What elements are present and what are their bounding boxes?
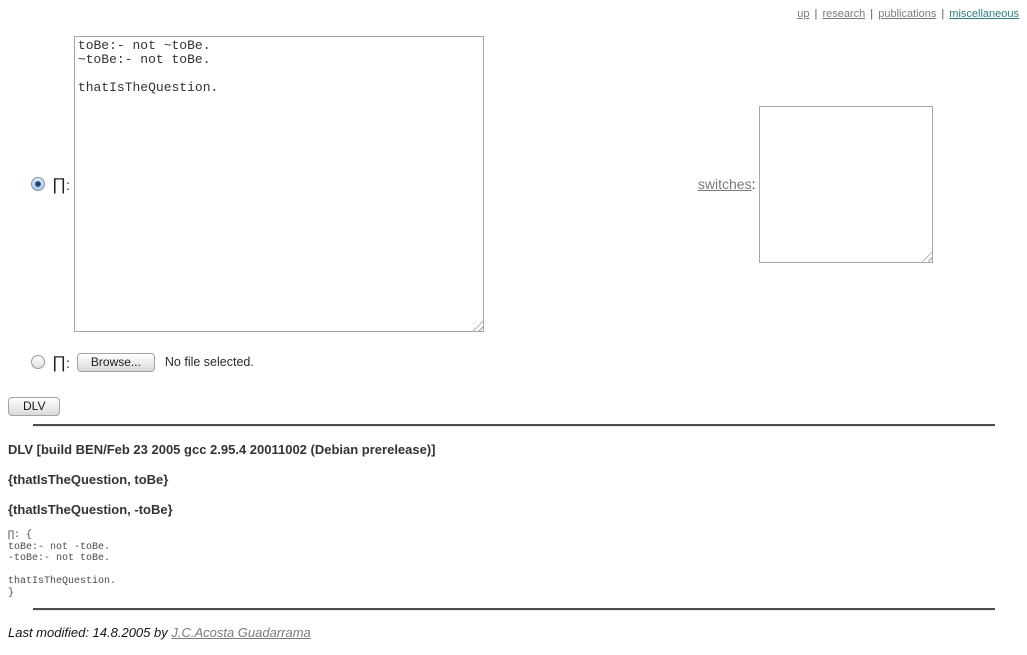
file-pi-label: ∏: [52,352,70,372]
file-radio-cell: ∏: [31,354,70,371]
nav-link-miscellaneous[interactable]: miscellaneous [949,8,1019,20]
last-modified-text: Last modified: 14.8.2005 by [8,625,172,640]
program-pi-label: ∏: [52,174,70,194]
output-section: DLV [build BEN/Feb 23 2005 gcc 2.95.4 20… [8,442,1019,599]
program-text-radio[interactable] [31,177,45,191]
program-file-radio[interactable] [31,355,45,369]
answer-set-2: {thatIsTheQuestion, -toBe} [8,502,173,517]
nav-link-research[interactable]: research [822,8,866,20]
top-nav: up | research | publications | miscellan… [8,8,1019,21]
nav-separator: | [941,8,945,20]
switches-label: switches: [697,176,756,192]
file-status-text: No file selected. [164,355,254,369]
browse-button[interactable]: Browse... [76,352,155,372]
submit-row: DLV [8,397,1019,416]
dlv-submit-button[interactable]: DLV [8,397,61,416]
nav-link-publications[interactable]: publications [878,8,937,20]
program-textarea[interactable]: toBe:- not ~toBe. ~toBe:- not toBe. that… [73,36,484,332]
nav-link-up[interactable]: up [797,8,810,20]
switches-group: switches: [697,105,934,263]
switches-textarea-wrap [759,105,934,263]
divider-top [32,424,995,426]
switches-link[interactable]: switches [697,176,752,192]
nav-separator: | [870,8,874,20]
build-info-line: DLV [build BEN/Feb 23 2005 gcc 2.95.4 20… [8,442,436,457]
nav-separator: | [814,8,818,20]
file-row: ∏: Browse... No file selected. [8,352,1019,372]
program-echo: ∏: { toBe:- not -toBe. -toBe:- not toBe.… [8,530,117,599]
program-textarea-wrap: toBe:- not ~toBe. ~toBe:- not toBe. that… [73,36,484,332]
divider-bottom [32,608,995,610]
program-row: ∏: toBe:- not ~toBe. ~toBe:- not toBe. t… [8,36,1019,332]
switches-textarea[interactable] [759,105,934,263]
answer-set-1: {thatIsTheQuestion, toBe} [8,472,169,487]
footer: Last modified: 14.8.2005 by J.C.Acosta G… [8,625,1019,640]
author-link[interactable]: J.C.Acosta Guadarrama [171,625,311,640]
program-radio-cell: ∏: [31,176,70,193]
